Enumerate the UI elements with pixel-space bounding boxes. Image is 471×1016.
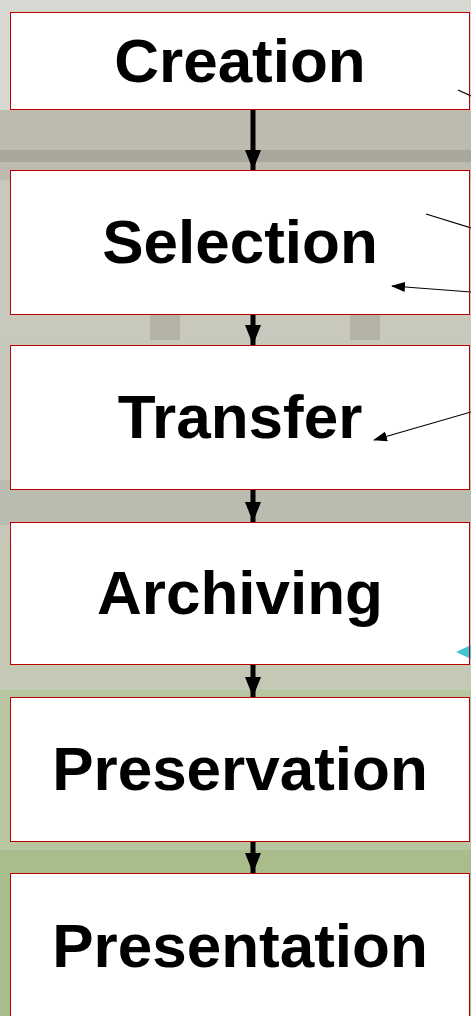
cyan-arrowhead <box>456 645 471 659</box>
box-label: Preservation <box>52 735 428 803</box>
box-label: Presentation <box>52 912 428 980</box>
process-box: Archiving <box>10 522 470 665</box>
flow-arrow <box>251 842 256 873</box>
box-label: Archiving <box>97 559 383 627</box>
box-label: Selection <box>102 208 378 276</box>
leader-line <box>426 214 471 228</box>
box-fill <box>10 345 470 490</box>
box-label: Creation <box>114 27 365 95</box>
box-fill <box>10 12 470 110</box>
flow-arrow <box>251 315 256 345</box>
box-fill <box>10 170 470 315</box>
box-label: Transfer <box>118 383 363 451</box>
leader-arrow <box>374 412 471 440</box>
flow-arrow <box>251 665 256 697</box>
process-box: Presentation <box>10 873 470 1016</box>
box-fill <box>10 522 470 665</box>
leader-arrow <box>392 286 471 292</box>
process-box: Transfer <box>10 345 470 490</box>
flow-arrow <box>251 110 256 170</box>
process-box: Creation <box>10 12 470 110</box>
process-box: Preservation <box>10 697 470 842</box>
box-fill <box>10 697 470 842</box>
flow-arrow <box>251 490 256 522</box>
box-fill <box>10 873 470 1016</box>
process-box: Selection <box>10 170 470 315</box>
